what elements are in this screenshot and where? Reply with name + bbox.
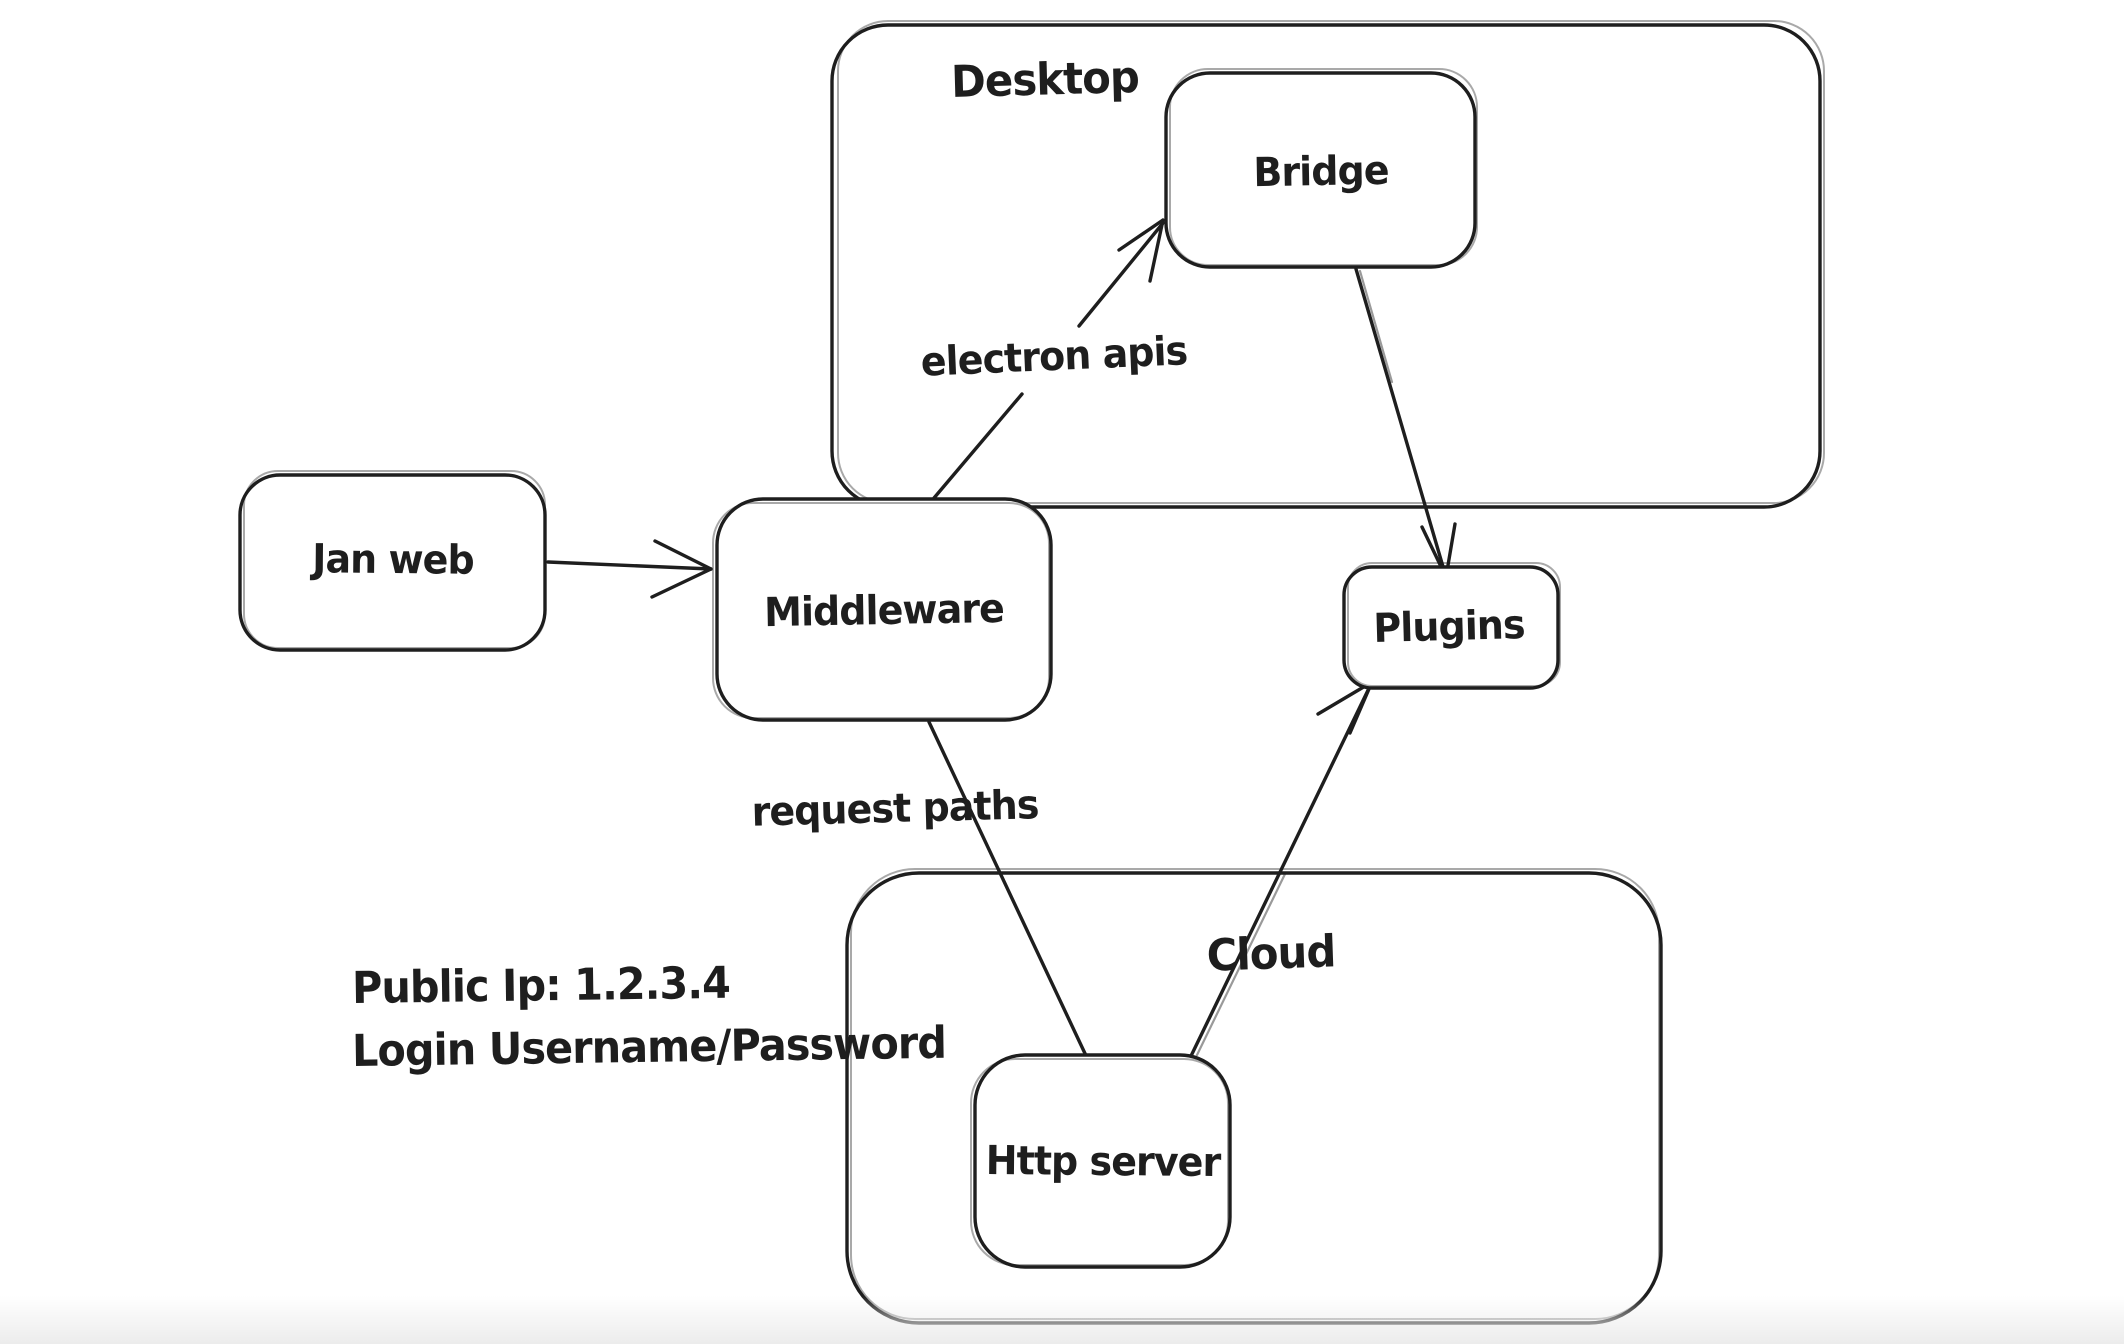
edge-janweb-middleware[interactable]	[546, 560, 713, 571]
plugins-node-box-sketch	[1347, 562, 1561, 687]
http-server-node-box-sketch	[970, 1058, 1229, 1266]
edge-middleware-bridge[interactable]	[932, 221, 1165, 500]
bridge-node-box-sketch	[1169, 68, 1478, 266]
edge-middleware-bridge-arrowhead	[1117, 218, 1165, 283]
jan-web-node-label[interactable]: Jan web	[312, 536, 474, 584]
edge-middleware-httpserver[interactable]	[927, 720, 1091, 1064]
jan-web-node-box[interactable]	[238, 473, 547, 652]
public-ip-annotation[interactable]: Public Ip: 1.2.3.4	[351, 957, 731, 1014]
desktop-container-label[interactable]: Desktop	[950, 52, 1140, 108]
middleware-node-box-sketch	[712, 502, 1050, 719]
bridge-node-label[interactable]: Bridge	[1253, 147, 1389, 197]
edge-httpserver-plugins[interactable]	[1189, 680, 1374, 1058]
plugins-node-label[interactable]: Plugins	[1372, 602, 1526, 652]
edge-httpserver-plugins-sketch	[1195, 872, 1287, 1057]
desktop-container-box[interactable]	[830, 23, 1822, 509]
edge-bridge-plugins-sketch	[1358, 269, 1394, 384]
middleware-node-label[interactable]: Middleware	[763, 585, 1005, 637]
request-paths-edge-label[interactable]: request paths	[751, 782, 1039, 836]
http-server-node-label[interactable]: Http server	[985, 1137, 1221, 1187]
desktop-container-box-sketch	[837, 20, 1825, 504]
http-server-node-box[interactable]	[973, 1053, 1232, 1269]
bridge-node-box[interactable]	[1164, 71, 1477, 269]
jan-web-node-box-sketch	[243, 470, 546, 649]
edge-bridge-plugins[interactable]	[1354, 267, 1448, 579]
edge-janweb-middleware-arrowhead	[650, 539, 713, 599]
plugins-node-box[interactable]	[1342, 565, 1560, 690]
login-credentials-annotation[interactable]: Login Username/Password	[351, 1017, 947, 1077]
cloud-container-label[interactable]: Cloud	[1205, 926, 1337, 982]
middleware-node-box[interactable]	[715, 497, 1053, 722]
edge-httpserver-plugins-arrowhead	[1316, 680, 1374, 735]
